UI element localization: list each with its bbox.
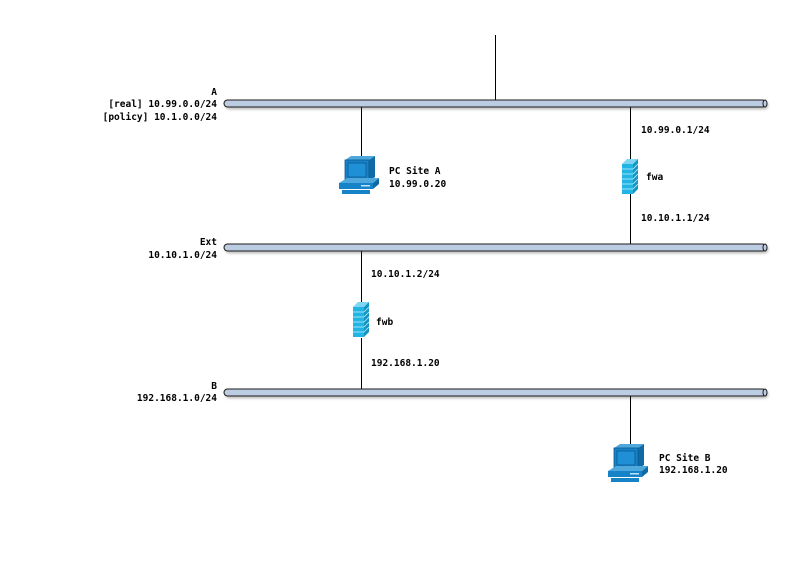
network-bus-b[interactable] [223,388,768,397]
network-ext-subnet: 10.10.1.0/24 [148,250,217,261]
pc-icon [339,156,379,194]
fwb-top-ip: 10.10.1.2/24 [371,269,440,280]
network-bus-ext[interactable] [223,243,768,252]
pc-site-a-name: PC Site A [389,166,441,177]
network-ext-name: Ext [200,237,217,248]
fwb-bottom-ip: 192.168.1.20 [371,358,440,369]
pc-icon [608,444,648,482]
pc-site-b[interactable]: PC Site B 192.168.1.20 [608,444,728,482]
firewall-icon [622,159,639,194]
network-bus-a[interactable] [223,99,768,108]
firewall-icon [353,302,370,337]
network-a-real-subnet: [real] 10.99.0.0/24 [108,99,217,110]
pc-site-b-ip: 192.168.1.20 [659,465,728,476]
network-b-name: B [211,381,217,392]
network-a-name: A [211,87,217,98]
links [361,35,631,446]
pc-site-a-ip: 10.99.0.20 [389,179,446,190]
network-b-subnet: 192.168.1.0/24 [137,393,217,404]
pc-site-a[interactable]: PC Site A 10.99.0.20 [339,156,446,194]
fwa-name: fwa [646,172,663,183]
fwa-top-ip: 10.99.0.1/24 [641,125,710,136]
fwb-name: fwb [376,317,393,328]
firewall-fwb[interactable]: fwb [353,302,393,337]
firewall-fwa[interactable]: fwa [622,159,663,194]
fwa-bottom-ip: 10.10.1.1/24 [641,213,710,224]
network-a-policy-subnet: [policy] 10.1.0.0/24 [103,112,218,123]
pc-site-b-name: PC Site B [659,453,711,464]
